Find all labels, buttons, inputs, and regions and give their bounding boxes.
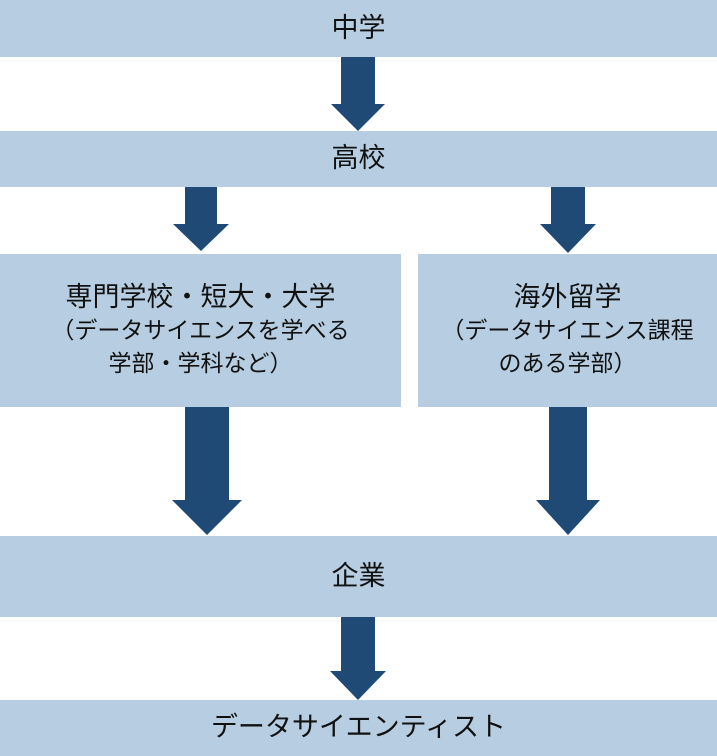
node-subtitle: のある学部） [498, 350, 637, 377]
node-subtitle: （データサイエンス課程 [441, 317, 694, 344]
node-high-school: 高校 [0, 131, 717, 187]
arrow-down-icon [540, 187, 596, 253]
arrow-down-icon [536, 407, 600, 535]
node-junior-high: 中学 [0, 0, 717, 57]
node-data-scientist: データサイエンティスト [0, 700, 717, 756]
node-title: 専門学校・短大・大学 [65, 281, 336, 313]
node-subtitle: 学部・学科など） [108, 350, 293, 377]
node-label: 企業 [331, 560, 386, 592]
node-label: 高校 [331, 143, 386, 174]
arrow-down-icon [173, 187, 229, 251]
node-label: 中学 [331, 12, 386, 44]
node-subtitle: （データサイエンスを学べる [51, 317, 350, 344]
arrow-down-icon [331, 57, 385, 131]
node-label: データサイエンティスト [210, 712, 507, 743]
node-title: 海外留学 [513, 281, 622, 313]
node-study-abroad: 海外留学 （データサイエンス課程 のある学部） [418, 254, 717, 407]
node-company: 企業 [0, 536, 717, 617]
arrow-down-icon [330, 617, 386, 700]
arrow-down-icon [172, 407, 242, 535]
node-college: 専門学校・短大・大学 （データサイエンスを学べる 学部・学科など） [0, 254, 401, 407]
